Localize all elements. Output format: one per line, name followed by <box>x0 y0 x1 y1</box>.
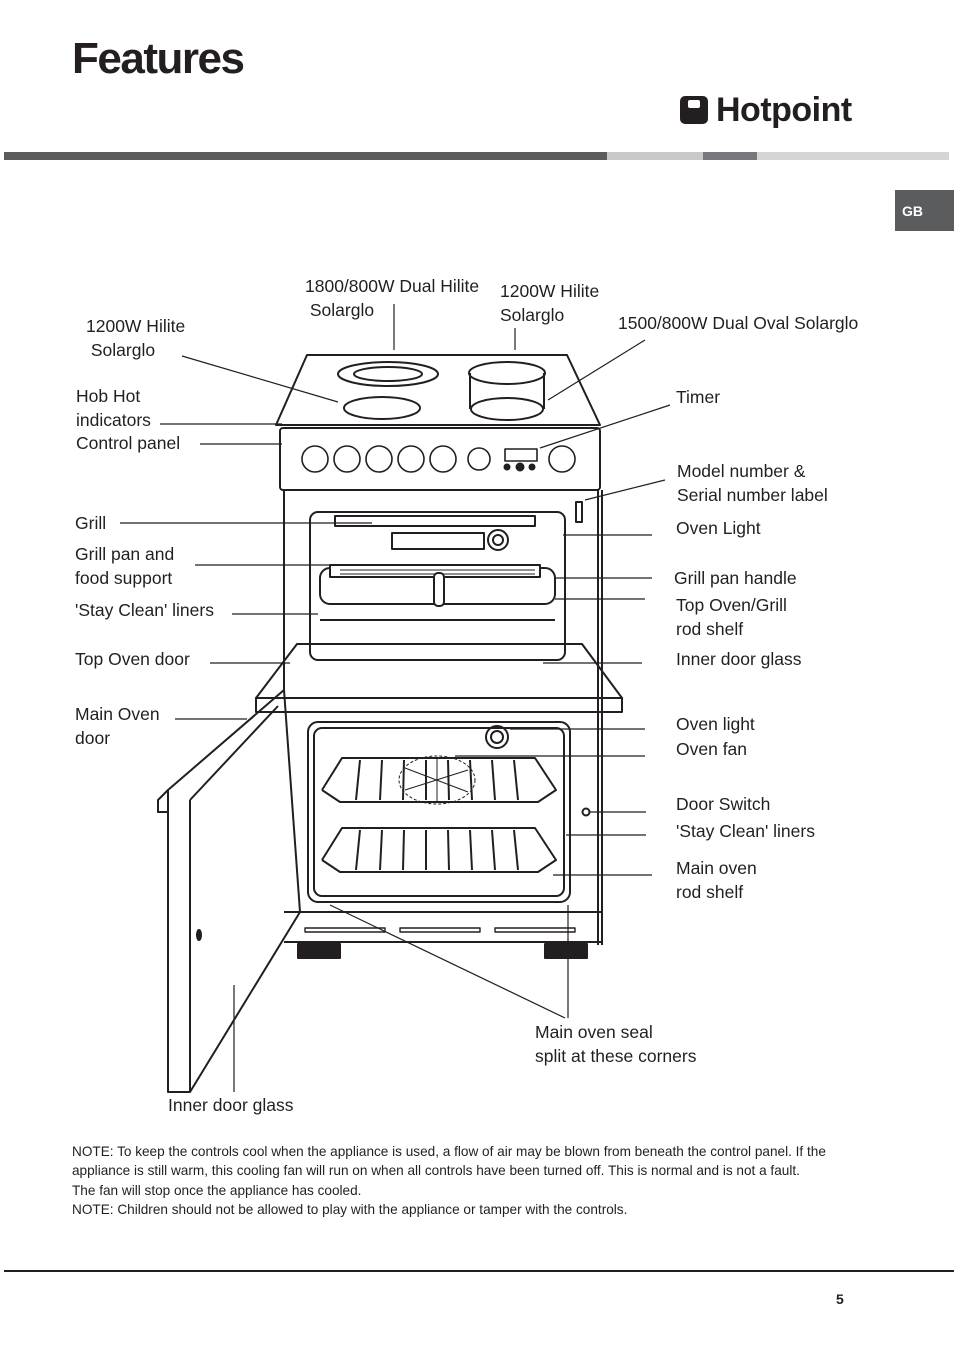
notes-section: NOTE: To keep the controls cool when the… <box>72 1142 862 1219</box>
timer-display <box>504 448 538 462</box>
label-inner-door-glass-bottom: Inner door glass <box>168 1095 294 1115</box>
note-children: NOTE: Children should not be allowed to … <box>72 1201 628 1217</box>
oven-fan <box>398 755 476 805</box>
hob-zone-rear-left <box>337 361 439 387</box>
model-label <box>575 501 583 523</box>
label-top-oven-door: Top Oven door <box>75 649 190 669</box>
note-cooling-fan: NOTE: To keep the controls cool when the… <box>72 1144 826 1179</box>
label-inner-door-glass-right: Inner door glass <box>676 649 802 669</box>
label-1800-dual-hilite: 1800/800W Dual Hilite Solarglo <box>305 276 480 320</box>
header-bar-dark <box>4 152 607 160</box>
header-bar-light <box>607 152 703 160</box>
hob-zone-rear-right <box>468 361 546 385</box>
language-tab[interactable]: GB <box>895 190 954 231</box>
label-1200w-hilite-right: 1200W Hilite Solarglo <box>500 281 600 325</box>
label-stay-clean-left: 'Stay Clean' liners <box>75 600 214 620</box>
label-hob-hot-indicators: Hob Hot indicators <box>76 386 151 430</box>
main-oven-shelf-upper <box>321 757 557 803</box>
label-oven-light-main: Oven light <box>676 714 755 734</box>
hob-top <box>275 354 601 426</box>
header-bar-mid <box>703 152 757 160</box>
header-bar-light-end <box>757 152 949 160</box>
brand-name: Hotpoint <box>716 91 852 129</box>
label-model-number: Model number & Serial number label <box>677 461 828 505</box>
label-main-oven-seal: Main oven seal split at these corners <box>535 1022 697 1066</box>
main-oven-shelf-lower <box>321 827 557 873</box>
main-oven-cavity <box>307 721 571 903</box>
top-oven-cavity <box>309 511 566 661</box>
label-timer: Timer <box>676 387 721 407</box>
door-switch <box>581 807 591 817</box>
label-main-oven-door: Main Oven door <box>75 704 160 748</box>
label-control-panel: Control panel <box>76 433 181 453</box>
page-number: 5 <box>836 1291 844 1307</box>
label-1200w-hilite-left: 1200W Hilite Solarglo <box>86 316 186 360</box>
brand-logo: Hotpoint <box>680 90 852 130</box>
hob-zone-front-right-oval <box>470 397 544 421</box>
label-oven-fan: Oven fan <box>676 739 748 759</box>
page-title: Features <box>72 34 245 83</box>
hob-zone-front-left <box>343 396 421 420</box>
control-panel <box>279 427 601 491</box>
label-oven-light-top: Oven Light <box>676 518 761 538</box>
label-door-switch: Door Switch <box>676 794 771 814</box>
hotpoint-mark-icon <box>680 96 708 124</box>
label-grill: Grill <box>75 513 107 533</box>
footer-rule <box>4 1270 954 1272</box>
note-fan-stop: The fan will stop once the appliance has… <box>72 1182 362 1198</box>
label-stay-clean-right: 'Stay Clean' liners <box>676 821 815 841</box>
label-top-rod-shelf: Top Oven/Grill rod shelf <box>676 595 787 639</box>
main-oven-door <box>167 689 301 1093</box>
label-1500-dual-oval: 1500/800W Dual Oval Solarglo <box>618 313 859 333</box>
label-grill-pan-handle: Grill pan handle <box>674 568 797 588</box>
grill-pan-handle <box>433 572 445 607</box>
label-main-rod-shelf: Main oven rod shelf <box>676 858 757 902</box>
label-grill-pan: Grill pan and food support <box>75 544 175 588</box>
